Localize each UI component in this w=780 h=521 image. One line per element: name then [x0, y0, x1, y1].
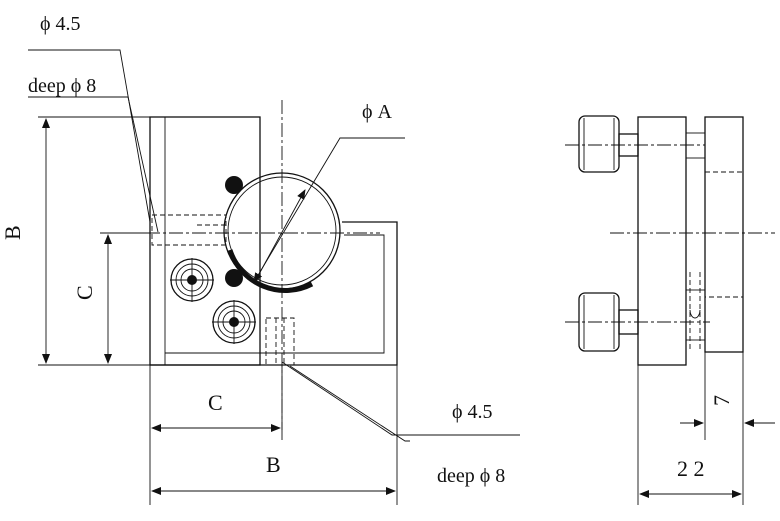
label-height-C: C — [72, 285, 97, 300]
side-rear-plate — [704, 116, 744, 353]
label-top-hole-dia: ϕ 4.5 — [40, 13, 81, 35]
leader-top-hole — [28, 49, 151, 223]
side-knob-upper — [578, 115, 639, 173]
label-height-B: B — [0, 225, 25, 240]
label-side-7: 7 — [709, 395, 734, 406]
side-spring-bottom — [685, 289, 706, 341]
contact-ball-top — [225, 176, 243, 194]
hidden-hole-bottom — [265, 317, 295, 366]
label-bottom-hole-dia: ϕ 4.5 — [452, 401, 493, 423]
label-bottom-hole-depth: deep ϕ 8 — [437, 465, 505, 487]
adjuster-screw-lower — [212, 300, 256, 344]
retaining-ring — [227, 249, 314, 293]
label-top-hole-depth: deep ϕ 8 — [28, 75, 96, 97]
side-front-plate — [637, 116, 687, 366]
side-spring-top — [685, 132, 706, 159]
base-step-inner — [165, 234, 385, 354]
label-bore-dia: ϕ A — [362, 101, 393, 123]
side-view: 7 2 2 — [565, 115, 775, 505]
label-width-B: B — [266, 452, 281, 477]
label-width-C: C — [208, 390, 223, 415]
base-step-outline — [150, 221, 398, 366]
contact-ball-bottom — [225, 269, 243, 287]
leader-top-depth — [28, 96, 159, 233]
leader-bottom-hole — [281, 361, 520, 436]
label-side-22: 2 2 — [677, 456, 705, 481]
leader-bore-A — [253, 137, 405, 283]
front-view: B C C B ϕ 4.5 deep ϕ 8 ϕ A ϕ 4.5 deep ϕ … — [0, 13, 520, 505]
adjuster-screw-upper — [170, 258, 214, 302]
hidden-hole-left — [151, 214, 227, 246]
